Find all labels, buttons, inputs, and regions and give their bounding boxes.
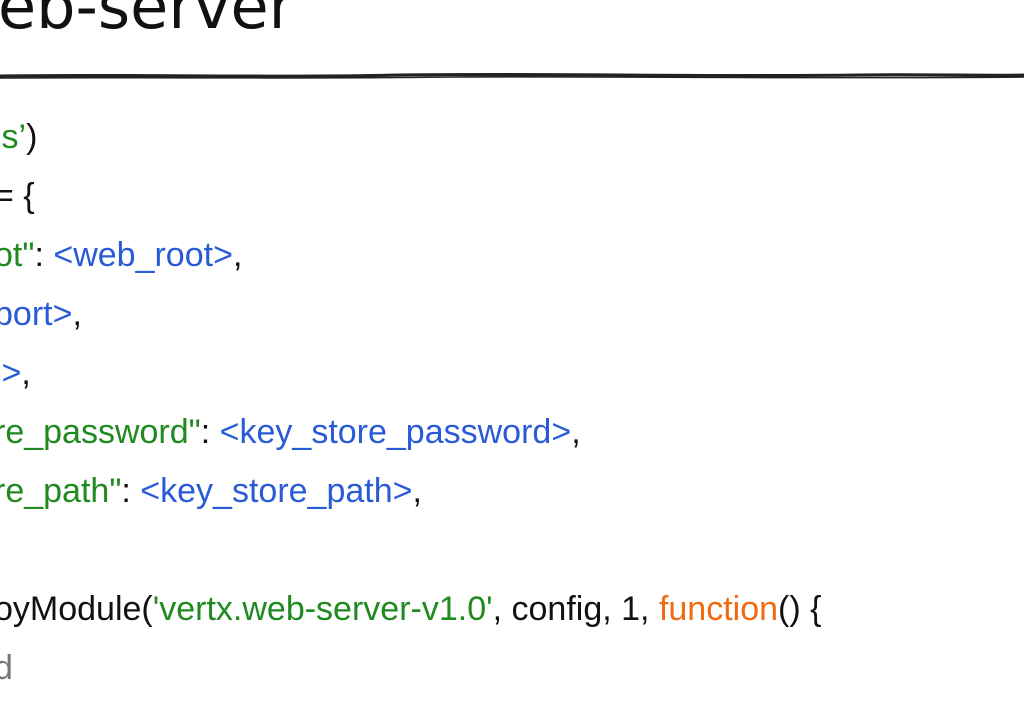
code-token: = {	[0, 177, 35, 215]
code-line: l>,	[0, 353, 31, 393]
code-line: re_password": <key_store_password>,	[0, 412, 581, 452]
code-line: d	[0, 648, 13, 688]
code-line: port>,	[0, 294, 82, 334]
code-token: re_path"	[0, 472, 122, 510]
code-token: () {	[778, 590, 822, 628]
title-divider-rule	[0, 72, 1024, 79]
code-token: , config, 1,	[492, 590, 659, 628]
code-line: js’)	[0, 117, 37, 157]
code-line: = {	[0, 176, 35, 216]
code-token: d	[0, 649, 13, 687]
slide-title: eb-server	[0, 0, 295, 43]
code-token: )	[26, 118, 38, 156]
code-token: oyModule(	[0, 590, 153, 628]
code-line: re_path": <key_store_path>,	[0, 471, 422, 511]
code-token: <key_store_password>	[219, 413, 572, 451]
code-token: ot"	[0, 236, 35, 274]
code-token: ,	[232, 236, 243, 274]
code-token: <web_root>	[53, 236, 233, 274]
code-token: <key_store_path>	[140, 472, 413, 510]
code-token: js’	[0, 118, 27, 156]
code-token: :	[34, 236, 54, 274]
code-line: oyModule('vertx.web-server-v1.0', config…	[0, 589, 821, 629]
code-token: port>	[0, 295, 73, 333]
code-token: :	[200, 413, 220, 451]
code-token: :	[121, 472, 141, 510]
code-token: ,	[21, 354, 31, 392]
code-token: ,	[72, 295, 82, 333]
code-token: re_password"	[0, 413, 201, 451]
code-token: function	[658, 590, 779, 628]
code-token: ,	[412, 472, 422, 510]
code-token: l>	[0, 354, 22, 392]
code-line: ot": <web_root>,	[0, 235, 242, 275]
code-token: 'vertx.web-server-v1.0'	[152, 590, 493, 628]
code-token: ,	[571, 413, 581, 451]
